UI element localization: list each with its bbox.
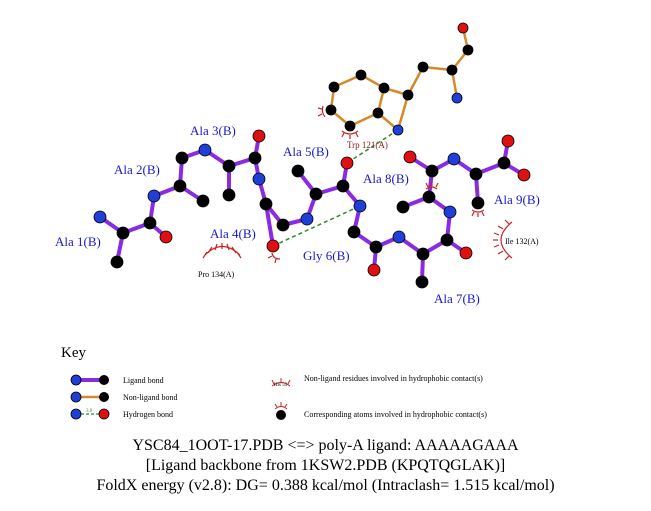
key-ligand-bond-label: Ligand bond <box>123 376 164 385</box>
oxygen-atom <box>517 168 531 182</box>
nitrogen-atom <box>447 152 461 166</box>
oxygen-atom <box>340 156 354 170</box>
carbon-atom <box>248 151 262 165</box>
carbon-atom <box>355 69 367 81</box>
carbon-atom <box>425 164 439 178</box>
oxygen-atom <box>252 129 266 143</box>
nitrogen-atom <box>147 189 161 203</box>
key-hydrophobic-residues-label: Non-ligand residues involved in hydropho… <box>304 374 483 383</box>
hydrogen-bonds <box>272 129 399 247</box>
residue-label-trp121: Trp 121(A) <box>347 140 388 150</box>
residue-label-ala4: Ala 4(B) <box>210 226 256 241</box>
oxygen-atom <box>266 239 280 253</box>
carbon-atom <box>143 216 157 230</box>
carbon-atom <box>347 225 361 239</box>
residue-label-ala5: Ala 5(B) <box>283 144 329 159</box>
oxygen-atom <box>367 263 381 277</box>
key-hydrophobic-residues: His 53 Non-ligand residues involved in h… <box>271 374 483 388</box>
residue-label-pro134: Pro 134(A) <box>198 270 235 279</box>
carbon-atom <box>469 167 483 181</box>
nitrogen-atom <box>392 230 406 244</box>
nitrogen-atom <box>443 205 457 219</box>
carbon-atom <box>416 247 430 261</box>
carbon-atom <box>446 64 458 76</box>
key-hydrophobic-atoms: Corresponding atoms involved in hydropho… <box>274 402 487 420</box>
carbon-atom <box>378 82 390 94</box>
nitrogen-atom <box>198 143 212 157</box>
residue-labels: Ala 1(B) Ala 2(B) Ala 3(B) Ala 4(B) Ala … <box>55 123 540 306</box>
carbon-atom <box>175 151 189 165</box>
carbon-atom <box>396 200 410 214</box>
nitrogen-atom <box>252 172 266 186</box>
key: Key Ligand bond Non-ligand bond 3.0 Hydr… <box>61 345 487 420</box>
oxygen-atom <box>403 150 417 164</box>
carbon-atom <box>462 44 474 56</box>
carbon-atom <box>325 104 337 116</box>
residue-label-ala2: Ala 2(B) <box>114 162 160 177</box>
trp121-sidechain <box>329 27 470 131</box>
key-hydrophobic-example: His 53 <box>274 383 288 388</box>
nitrogen-atom <box>300 212 314 226</box>
carbon-atom <box>344 120 356 132</box>
hbond-ala4-gly6 <box>272 205 361 247</box>
footer-line3: FoldX energy (v2.8): DG= 0.388 kcal/mol … <box>96 477 555 494</box>
nitrogen-atom <box>451 92 463 104</box>
carbon-atom <box>259 197 273 211</box>
carbon-atom <box>276 218 290 232</box>
carbon-atom <box>440 233 454 247</box>
pro134-eyelashes <box>202 243 242 259</box>
carbon-atom <box>222 188 236 202</box>
footer-line2: [Ligand backbone from 1KSW2.PDB (KPQTQGL… <box>145 457 506 474</box>
carbon-atom <box>497 156 511 170</box>
ile132-contact-arc <box>500 221 513 259</box>
hydrophobic-arcs <box>202 105 513 264</box>
oxygen-atom <box>457 22 469 34</box>
carbon-atom <box>471 196 485 210</box>
carbon-atom <box>291 164 305 178</box>
residue-label-ile132: Ile 132(A) <box>505 237 539 246</box>
key-nonligand-bond-label: Non-ligand bond <box>123 393 177 402</box>
carbon-atom <box>222 159 236 173</box>
key-nonligand-bond: Non-ligand bond <box>70 391 177 403</box>
hbond-trp121-ala5 <box>346 129 399 164</box>
nitrogen-atom <box>392 124 404 136</box>
key-hydrogen-bond: 3.0 Hydrogen bond <box>70 408 173 420</box>
carbon-atom <box>173 179 187 193</box>
carbon-atom <box>309 187 323 201</box>
residue-label-ala8: Ala 8(B) <box>363 171 409 186</box>
carbon-atom <box>417 61 429 73</box>
carbon-atom <box>336 179 350 193</box>
key-hydrophobic-atoms-label: Corresponding atoms involved in hydropho… <box>304 410 487 419</box>
carbon-atom <box>372 107 384 119</box>
carbon-atom <box>116 226 130 240</box>
oxygen-atom <box>459 246 473 260</box>
key-hbond-distance: 3.0 <box>86 409 93 414</box>
key-ligand-bond: Ligand bond <box>70 374 164 386</box>
residue-label-ala7: Ala 7(B) <box>434 291 480 306</box>
oxygen-atom <box>159 230 173 244</box>
residue-label-ala1: Ala 1(B) <box>55 234 101 249</box>
residue-label-ala9: Ala 9(B) <box>494 192 540 207</box>
atoms <box>93 22 531 289</box>
key-hydrogen-bond-label: Hydrogen bond <box>123 410 173 419</box>
carbon-atom <box>422 190 436 204</box>
carbon-atom <box>196 194 210 208</box>
carbon-atom <box>415 275 429 289</box>
oxygen-atom <box>501 134 515 148</box>
nitrogen-atom <box>353 199 367 213</box>
footer-line1: YSC84_1OOT-17.PDB <=> poly-A ligand: AAA… <box>132 437 519 454</box>
ile132-eyelashes <box>493 219 510 261</box>
carbon-atom <box>328 81 340 93</box>
residue-label-gly6: Gly 6(B) <box>303 248 350 263</box>
key-title: Key <box>61 345 86 361</box>
carbon-atom <box>369 240 383 254</box>
carbon-atom <box>402 89 414 101</box>
carbon-atom <box>110 255 124 269</box>
residue-label-ala3: Ala 3(B) <box>190 123 236 138</box>
nitrogen-atom <box>93 210 107 224</box>
